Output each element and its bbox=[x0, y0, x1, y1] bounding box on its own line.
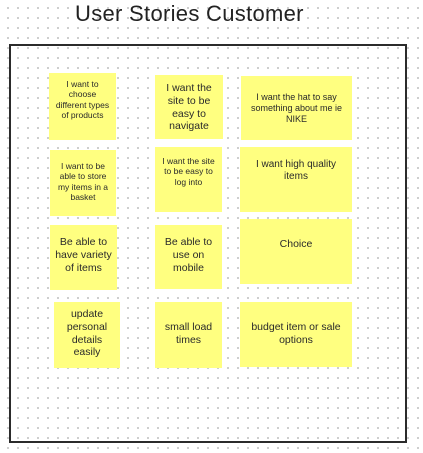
sticky-note-site-easy-navigate[interactable]: I want the site to be easy to navigate bbox=[155, 75, 223, 139]
sticky-note-text: Be able to have variety of items bbox=[55, 236, 112, 274]
sticky-note-text: I want high quality items bbox=[255, 159, 337, 183]
sticky-note-text: small load times bbox=[164, 321, 213, 346]
sticky-note-update-details[interactable]: update personal details easily bbox=[54, 302, 120, 368]
sticky-note-text: I want the site to be easy to log into bbox=[162, 156, 215, 187]
board-title: User Stories Customer bbox=[75, 1, 304, 26]
sticky-note-budget-sale[interactable]: budget item or sale options bbox=[240, 302, 352, 367]
sticky-note-text: update personal details easily bbox=[66, 308, 108, 359]
sticky-note-hat-say-nike[interactable]: I want the hat to say something about me… bbox=[241, 76, 352, 140]
sticky-note-text: budget item or sale options bbox=[251, 321, 341, 346]
sticky-note-choose-products[interactable]: I want to choose different types of prod… bbox=[49, 73, 116, 140]
sticky-note-easy-login[interactable]: I want the site to be easy to log into bbox=[155, 147, 222, 212]
sticky-note-choice[interactable]: Choice bbox=[240, 219, 352, 284]
sticky-note-small-load[interactable]: small load times bbox=[155, 302, 222, 368]
sticky-note-text: I want the site to be easy to navigate bbox=[166, 82, 212, 133]
sticky-note-text: Be able to use on mobile bbox=[164, 236, 213, 274]
sticky-note-variety-items[interactable]: Be able to have variety of items bbox=[50, 225, 117, 290]
sticky-note-high-quality[interactable]: I want high quality items bbox=[240, 147, 352, 212]
board-frame[interactable] bbox=[9, 44, 407, 443]
sticky-note-text: I want the hat to say something about me… bbox=[250, 92, 343, 124]
sticky-note-store-basket[interactable]: I want to be able to store my items in a… bbox=[50, 150, 116, 216]
sticky-note-text: I want to choose different types of prod… bbox=[55, 79, 110, 121]
sticky-note-use-mobile[interactable]: Be able to use on mobile bbox=[155, 225, 222, 289]
sticky-note-text: Choice bbox=[279, 238, 313, 250]
sticky-note-text: I want to be able to store my items in a… bbox=[57, 161, 109, 203]
